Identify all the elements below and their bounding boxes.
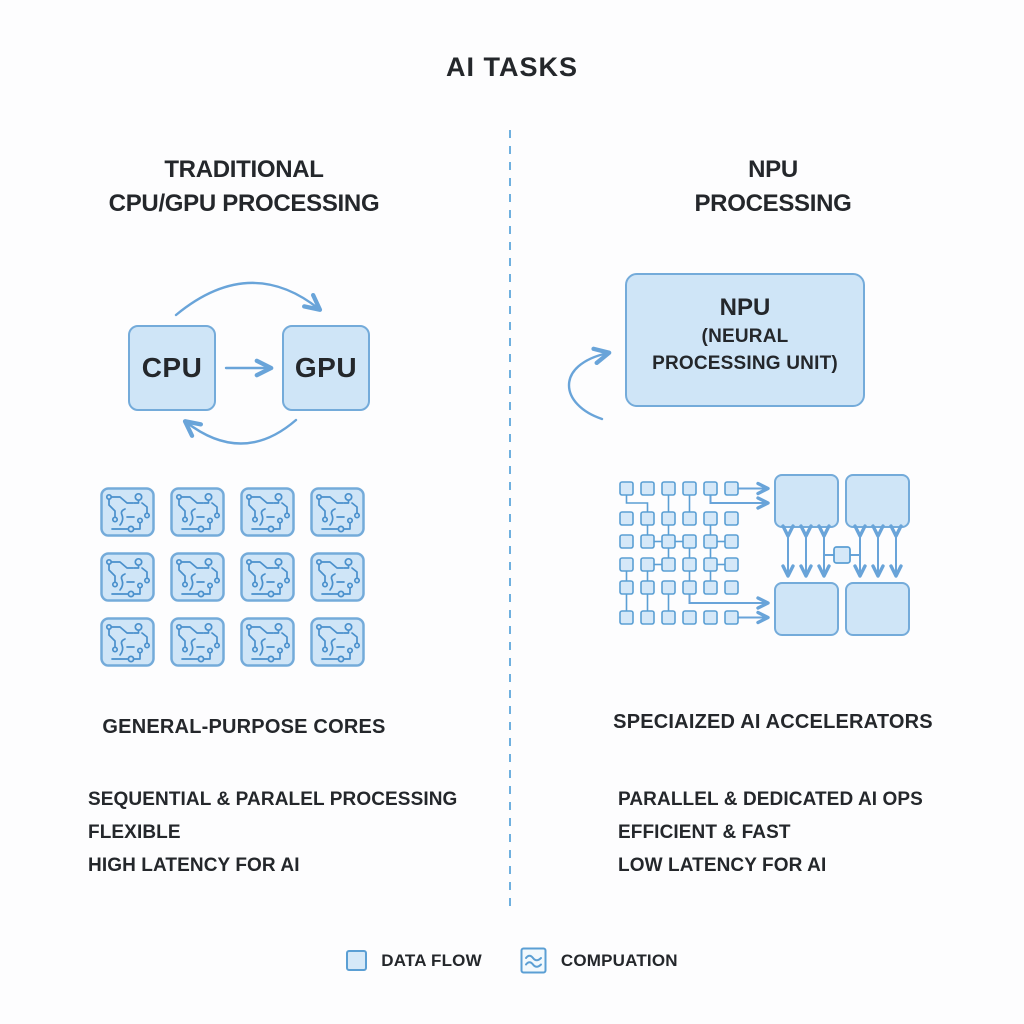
page-title: AI TASKS xyxy=(445,52,578,82)
npu-accelerator-diagram xyxy=(619,474,910,636)
left-column-heading: TRADITIONAL CPU/GPU PROCESSING xyxy=(54,153,434,221)
left-bullet-3: HIGH LATENCY FOR AI xyxy=(88,855,300,876)
gpu-label: GPU xyxy=(294,352,358,383)
circuit-core-icon xyxy=(240,617,295,667)
left-bullet-2: FLEXIBLE xyxy=(88,822,181,843)
grid-connector-lines xyxy=(625,495,725,611)
npu-box: NPU (NEURAL PROCESSING UNIT) xyxy=(625,273,865,407)
legend-label: DATA FLOW xyxy=(381,950,482,970)
right-bullet-1: PARALLEL & DEDICATED AI OPS xyxy=(618,789,923,810)
left-heading-line1: TRADITIONAL xyxy=(164,156,324,183)
legend-label: COMPUATION xyxy=(560,950,678,970)
circuit-core-icon xyxy=(240,487,295,537)
legend: DATA FLOW COMPUATION xyxy=(0,947,1024,974)
accelerator-block xyxy=(774,582,839,636)
bottom-cycle-arc-arrow xyxy=(182,418,298,445)
processing-element-grid xyxy=(619,481,739,625)
left-bullet-1: SEQUENTIAL & PARALEL PROCESSING xyxy=(88,789,458,810)
circuit-core-icon xyxy=(170,617,225,667)
right-heading-line1: NPU xyxy=(748,156,798,183)
accelerator-block xyxy=(845,474,910,528)
cpu-gpu-cycle-arrows xyxy=(174,281,323,445)
legend-item-data-flow: DATA FLOW xyxy=(346,950,482,971)
accelerator-block xyxy=(845,582,910,636)
npu-box-subtitle-line2: PROCESSING UNIT) xyxy=(652,353,838,374)
circuit-core-icon xyxy=(100,617,155,667)
npu-box-subtitle-line1: (NEURAL xyxy=(701,326,789,347)
circuit-core-icon xyxy=(310,487,365,537)
circuit-core-icon xyxy=(310,552,365,602)
circuit-core-icon xyxy=(170,552,225,602)
circuit-core-icon xyxy=(240,552,295,602)
accelerator-block xyxy=(774,474,839,528)
data-flow-square-icon xyxy=(346,950,368,971)
top-cycle-arc-arrow xyxy=(174,281,323,317)
right-heading-line2: PROCESSING xyxy=(694,190,852,217)
gpu-box: GPU xyxy=(282,325,370,411)
right-bullet-3: LOW LATENCY FOR AI xyxy=(618,855,827,876)
computation-waves-icon xyxy=(520,947,547,974)
npu-input-curved-arrow xyxy=(567,346,612,421)
left-caption: GENERAL-PURPOSE CORES xyxy=(102,716,386,738)
right-column-heading: NPU PROCESSING xyxy=(583,153,963,221)
circuit-core-icon xyxy=(100,552,155,602)
general-purpose-cores-grid xyxy=(100,487,365,667)
right-bullet-list: PARALLEL & DEDICATED AI OPS EFFICIENT & … xyxy=(618,783,923,882)
circuit-core-icon xyxy=(100,487,155,537)
left-bullet-list: SEQUENTIAL & PARALEL PROCESSING FLEXIBLE… xyxy=(88,783,457,882)
right-bullet-2: EFFICIENT & FAST xyxy=(618,822,791,843)
grid-to-block-arrows xyxy=(688,481,770,625)
cpu-box: CPU xyxy=(128,325,216,411)
npu-box-title: NPU xyxy=(719,294,771,321)
right-caption: SPECIAIZED AI ACCELERATORS xyxy=(613,711,933,733)
left-heading-line2: CPU/GPU PROCESSING xyxy=(108,190,380,217)
dashed-divider-line xyxy=(509,130,511,906)
block-interconnect-arrows xyxy=(781,524,903,578)
circuit-core-icon xyxy=(170,487,225,537)
legend-item-computation: COMPUATION xyxy=(520,947,678,974)
cpu-label: CPU xyxy=(141,352,203,383)
circuit-core-icon xyxy=(310,617,365,667)
interconnect-hub-square xyxy=(833,546,851,564)
